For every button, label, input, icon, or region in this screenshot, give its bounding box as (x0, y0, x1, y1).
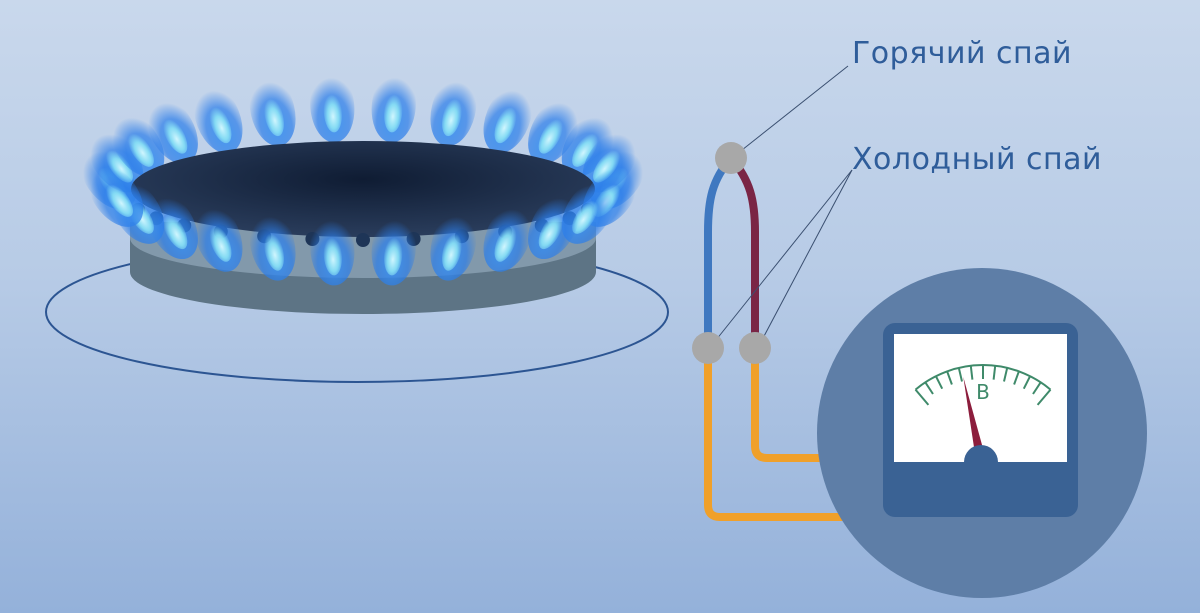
flame (528, 192, 580, 260)
blue-wire (704, 154, 735, 352)
flame (193, 202, 243, 272)
burner-rim (130, 222, 596, 278)
flame (249, 209, 296, 281)
meter-needle (963, 376, 986, 461)
scale-tick (957, 367, 963, 382)
flame (430, 209, 477, 281)
scale-tick (1032, 381, 1042, 395)
gas-burner (45, 70, 669, 383)
cold-leader-line-left (715, 169, 853, 341)
flame (310, 213, 355, 286)
scale-tick (914, 388, 930, 406)
scale-tick (1022, 375, 1031, 390)
orange-wire-inner (751, 344, 864, 462)
flame (310, 70, 355, 143)
flame (483, 202, 533, 272)
meter-scale (914, 364, 1052, 406)
scale-tick (924, 381, 934, 395)
front-flames (87, 163, 639, 286)
cold-junction-left (692, 332, 724, 364)
hot-leader-line (741, 65, 849, 151)
maroon-wire (727, 154, 759, 352)
scale-tick (992, 365, 997, 380)
cold-junction-right (739, 332, 771, 364)
cold-junction-label: Холодный спай (852, 142, 1103, 177)
scale-tick (1003, 367, 1009, 382)
flame (249, 75, 296, 147)
gas-hole (356, 233, 370, 247)
voltmeter: В (817, 268, 1147, 598)
needle-pivot (964, 445, 998, 462)
flame (193, 84, 243, 154)
flame (87, 163, 144, 227)
leader-lines (715, 65, 853, 341)
flame (430, 75, 477, 147)
flame (146, 96, 198, 164)
flame (483, 84, 533, 154)
flame (371, 213, 416, 286)
burner-cap (131, 141, 595, 237)
scale-tick (935, 375, 944, 390)
scale-tick (969, 365, 974, 380)
scale-tick (1036, 388, 1052, 406)
hot-junction (715, 142, 747, 174)
hot-junction-label: Горячий спай (852, 36, 1072, 71)
scale-tick (946, 370, 953, 385)
scale-tick (1013, 370, 1020, 385)
cold-leader-line-right (761, 169, 853, 341)
orange-wire-outer (704, 344, 864, 521)
flame (371, 70, 416, 143)
meter-unit-label: В (976, 380, 990, 404)
